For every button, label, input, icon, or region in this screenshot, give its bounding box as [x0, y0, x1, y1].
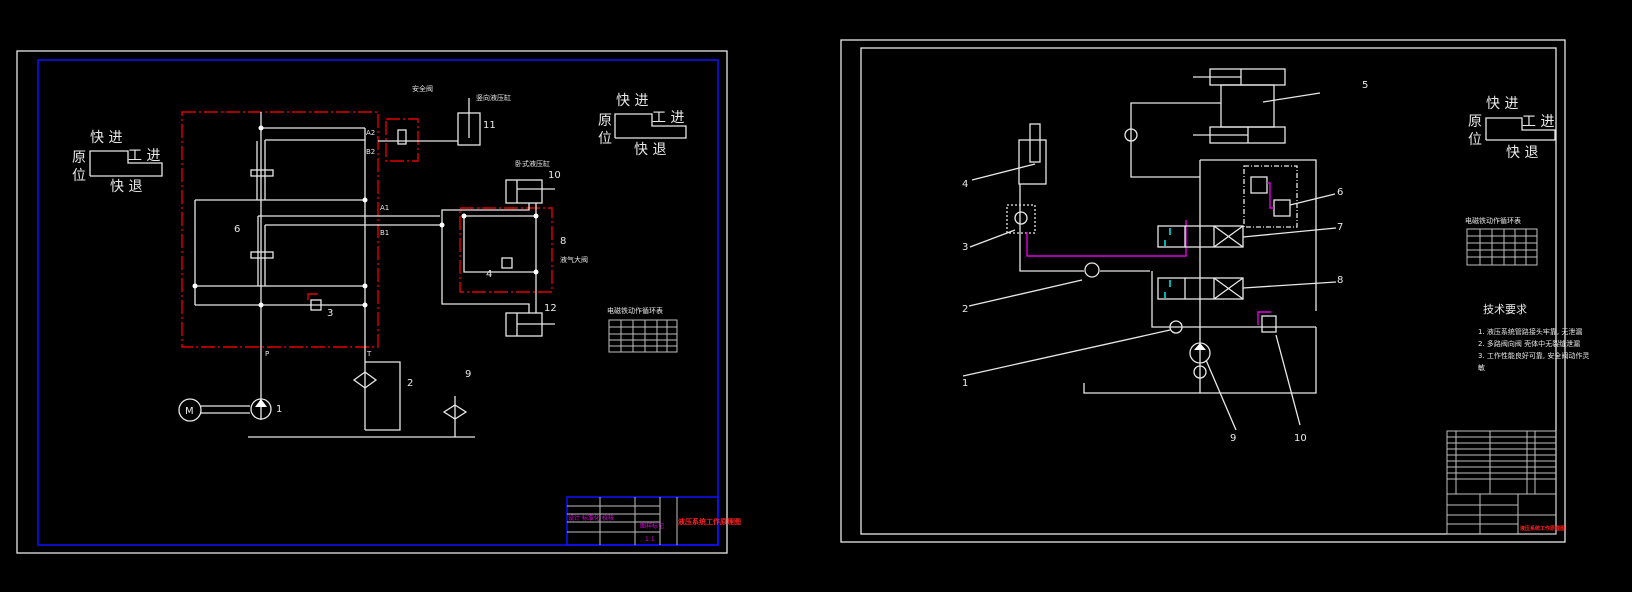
right-schematic: 4 3 2 6 7 8 1 9 10 5: [962, 68, 1368, 444]
part-number-8: 8: [560, 236, 566, 247]
right-parts-list-and-title-block: 液压系统工作原理图: [1446, 430, 1565, 535]
part-number-4: 4: [486, 269, 492, 280]
part-number-10: 10: [548, 170, 561, 181]
motor-label: M: [185, 406, 194, 417]
part-number-11: 12: [544, 303, 557, 314]
left-motion-diagram: 快 进 原 位 工 进 快 退: [72, 130, 163, 195]
left-solenoid-table: 电磁铁动作循环表: [607, 306, 678, 353]
work-feed-label: 工 进: [128, 148, 160, 164]
svg-text:设计 标准化 校核: 设计 标准化 校核: [568, 514, 614, 522]
tech-req-item: 2. 多路阀向阀 壳体中无裂缝泄漏: [1478, 339, 1580, 348]
origin-label: 原: [1468, 114, 1482, 130]
part-number-3: 3: [962, 242, 968, 253]
valve-block-boundary: [181, 111, 379, 348]
port-a1-label: A1: [380, 204, 389, 212]
svg-text:图样标记: 图样标记: [640, 522, 664, 530]
left-title-block-title: 液压系统工作原理图: [678, 517, 741, 526]
fast-return-label: 快 退: [634, 142, 666, 158]
part-number-6: 6: [1337, 187, 1343, 198]
left-sheet-outer-frame: [16, 50, 728, 554]
part-number-2: 2: [407, 378, 413, 389]
part-number-6: 6: [234, 224, 240, 235]
port-p-label: P: [265, 350, 269, 358]
tech-req-item: 3. 工作性能良好可靠, 安全阀动作灵: [1478, 351, 1589, 360]
part-number-12: 9: [465, 369, 471, 380]
port-t-label: T: [366, 350, 372, 358]
work-feed-label: 工 进: [652, 110, 684, 126]
safety-valve-label: 安全阀: [412, 84, 433, 93]
part-number-3: 3: [327, 308, 333, 319]
fast-forward-label: 快 进: [616, 93, 648, 109]
part-number-1: 1: [962, 378, 968, 389]
origin-label: 原: [598, 113, 612, 129]
left-title-block: 设计 标准化 校核 图样标记 液压系统工作原理图 1:1: [566, 496, 741, 546]
part-number-5: 5: [1362, 80, 1368, 91]
position-label: 位: [72, 168, 86, 184]
right-sheet-inner-frame: [860, 47, 1557, 535]
tech-req-item: 1. 液压系统管路接头牢靠, 无泄漏: [1478, 327, 1582, 336]
technical-requirements: 技术要求 1. 液压系统管路接头牢靠, 无泄漏 2. 多路阀向阀 壳体中无裂缝泄…: [1478, 303, 1589, 372]
port-b2-label: B2: [366, 148, 375, 156]
cylinders-10-11-and-valve-8: 卧式液压缸 10 12 4 8 液气大阀: [439, 159, 588, 337]
position-label: 位: [1468, 132, 1482, 148]
left-sheet-inner-frame: [37, 59, 719, 546]
fast-forward-label: 快 进: [90, 130, 122, 146]
part-number-9: 9: [1230, 433, 1236, 444]
origin-label: 原: [72, 150, 86, 166]
tech-req-item: 敏: [1478, 363, 1485, 372]
pilot-valve-label: 液气大阀: [560, 255, 588, 264]
valve-block-6: 6 3 A2 B2 A1 B1 P T: [181, 111, 440, 430]
cylinder-10-label: 卧式液压缸: [515, 159, 550, 168]
right-motion-diagram: 快 进 原 位 工 进 快 退: [1468, 96, 1556, 161]
right-drawing-sheet: 4 3 2 6 7 8 1 9 10 5 快 进 原 位: [840, 39, 1589, 543]
part-number-7: 7: [1337, 222, 1343, 233]
work-feed-label: 工 进: [1522, 114, 1554, 130]
solenoid-table-title: 电磁铁动作循环表: [607, 306, 663, 315]
part-number-10: 10: [1294, 433, 1307, 444]
part-number-4: 4: [962, 179, 968, 190]
solenoid-table-title: 电磁铁动作循环表: [1465, 216, 1521, 225]
fast-return-label: 快 退: [110, 179, 142, 195]
cylinder-9-label: 竖向液压缸: [476, 93, 511, 102]
tech-req-heading: 技术要求: [1483, 303, 1527, 316]
right-sheet-outer-frame: [840, 39, 1566, 543]
safety-valve-and-cylinder-9: 安全阀 竖向液压缸 11: [378, 84, 511, 162]
part-number-1: 1: [276, 404, 282, 415]
left-drawing-sheet: 快 进 原 位 工 进 快 退 6 3 A2 B2 A1 B1 P T: [16, 50, 741, 554]
part-number-9: 11: [483, 120, 496, 131]
port-b1-label: B1: [380, 229, 389, 237]
right-solenoid-table: 电磁铁动作循环表: [1465, 216, 1538, 266]
fast-forward-label: 快 进: [1486, 96, 1518, 112]
right-title-block-title: 液压系统工作原理图: [1520, 525, 1565, 532]
part-number-8: 8: [1337, 275, 1343, 286]
port-a2-label: A2: [366, 129, 375, 137]
fast-return-label: 快 退: [1506, 145, 1538, 161]
left-motion-diagram-2: 快 进 原 位 工 进 快 退: [598, 93, 687, 158]
left-title-block-scale: 1:1: [645, 536, 655, 543]
pump-motor-group: M 1 2 9: [178, 361, 475, 438]
position-label: 位: [598, 131, 612, 147]
part-number-2: 2: [962, 304, 968, 315]
